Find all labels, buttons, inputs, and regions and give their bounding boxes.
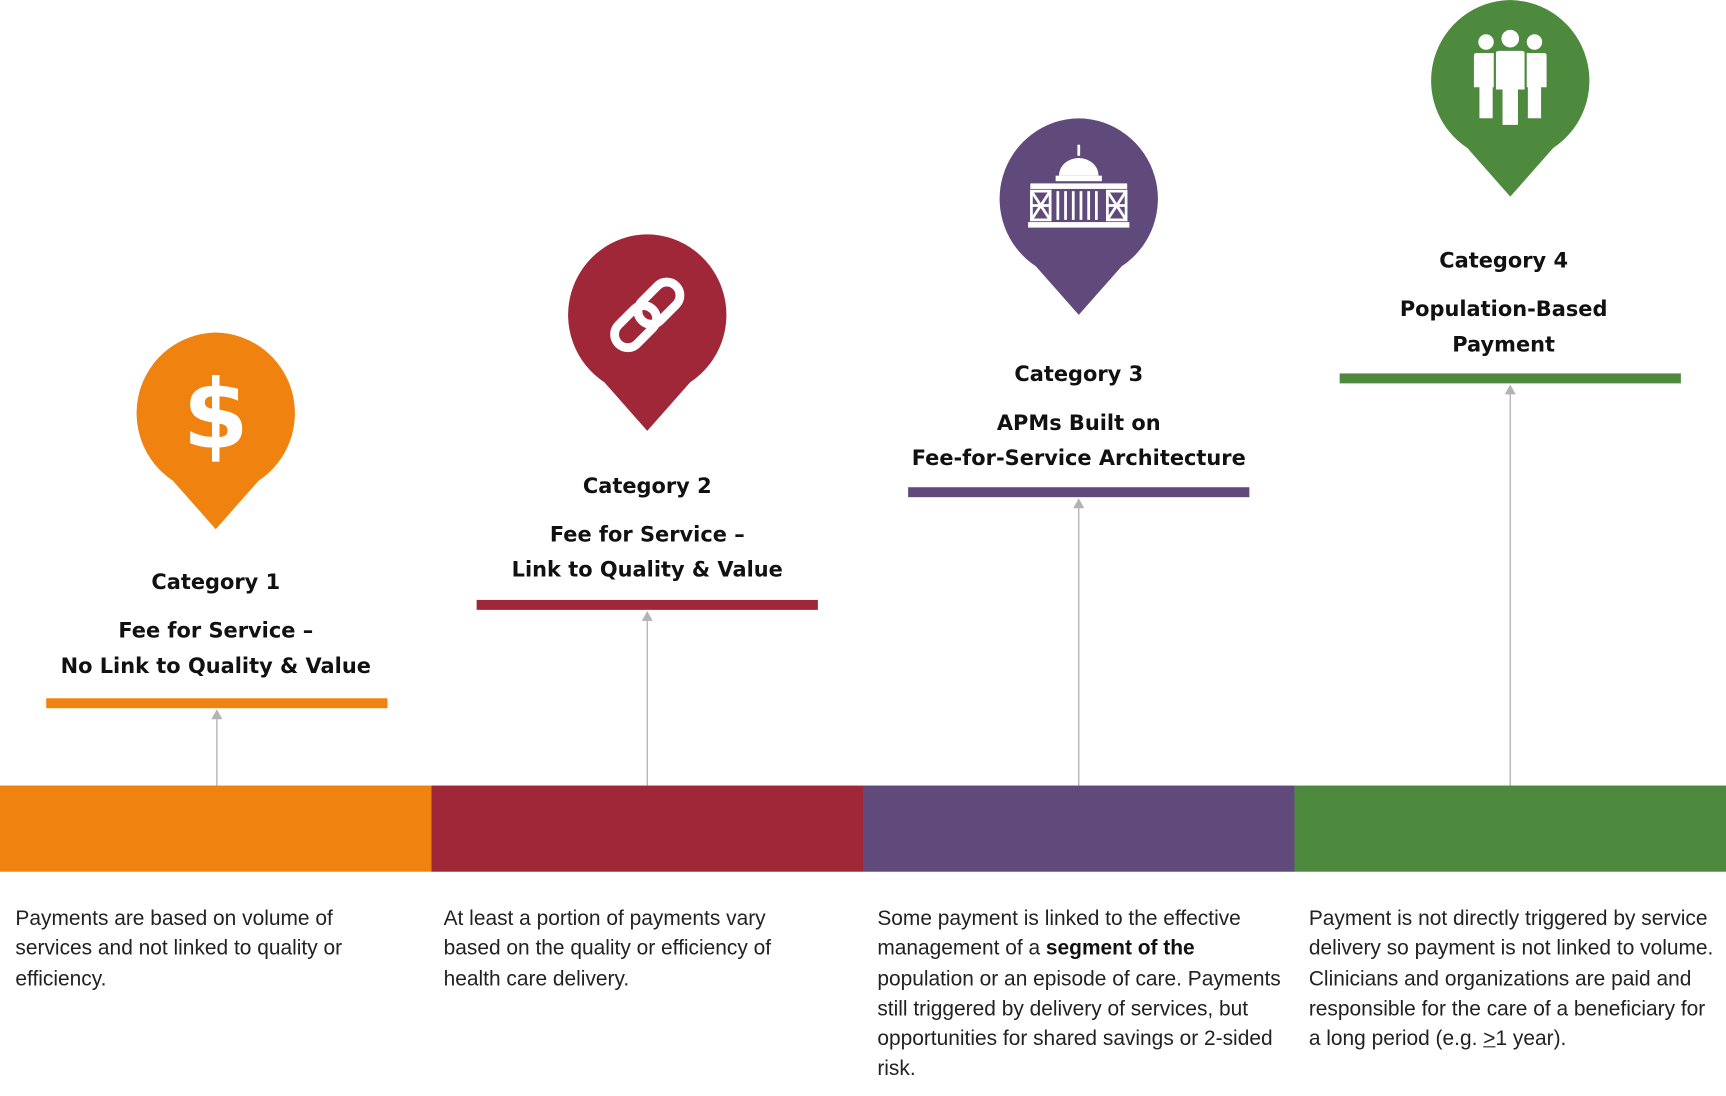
category-subtitle: Fee for Service – No Link to Quality & V… [60,618,371,679]
category-4-pin [1430,0,1591,201]
category-4-label: Category 4 Population-Based Payment [1283,247,1723,362]
category-title: Category 4 [1439,248,1569,273]
category-title: Category 1 [151,570,281,595]
category-2-bar [476,599,818,610]
category-3-label: Category 3 APMs Built on Fee-for-Service… [859,361,1299,476]
category-subtitle: Fee for Service – Link to Quality & Valu… [511,522,783,583]
category-3-bar [908,487,1250,498]
category-title: Category 3 [1014,362,1144,387]
category-title: Category 2 [582,473,712,499]
category-2-label: Category 2 Fee for Service – Link to Qua… [427,473,867,588]
category-subtitle: APMs Built on Fee-for-Service Architectu… [911,411,1246,471]
category-subtitle: Population-Based Payment [1399,297,1608,357]
category-4-bar [1339,373,1681,384]
category-1-label: Category 1 Fee for Service – No Link to … [0,569,436,684]
description-text: population or an episode of care. Paymen… [877,967,1281,1082]
category-1-arrow [211,709,223,787]
dollar-icon: $ [183,360,249,470]
chain-link-icon [610,277,685,353]
category-3-pin [998,118,1159,319]
category-4-description: Payment is not directly triggered by ser… [1309,904,1716,1055]
description-text: 1 year). [1495,1027,1567,1051]
category-2-arrow [641,610,653,787]
description-bold-text: segment of the [1045,937,1195,961]
category-2-description: At least a portion of payments vary base… [443,907,772,991]
category-1-pin: $ [135,332,296,534]
capitol-building-icon [1028,144,1130,228]
category-1-bar [46,698,388,709]
category-3-band [863,785,1295,872]
category-4-band [1294,785,1726,872]
category-2-band [431,785,864,872]
category-3-arrow [1073,498,1085,787]
category-1-band [0,785,432,872]
svg-text:$: $ [183,360,249,470]
category-1-description: Payments are based on volume of services… [15,907,343,991]
description-text: Some payment is linked to the effective … [877,907,1241,961]
description-text: Payment is not directly triggered by ser… [1308,907,1714,1051]
category-4-arrow [1504,384,1516,787]
people-group-icon [1471,27,1549,128]
category-2-pin [567,234,728,435]
category-3-description: Some payment is linked to the effective … [877,904,1286,1085]
description-underlined-text: > [1483,1027,1496,1051]
